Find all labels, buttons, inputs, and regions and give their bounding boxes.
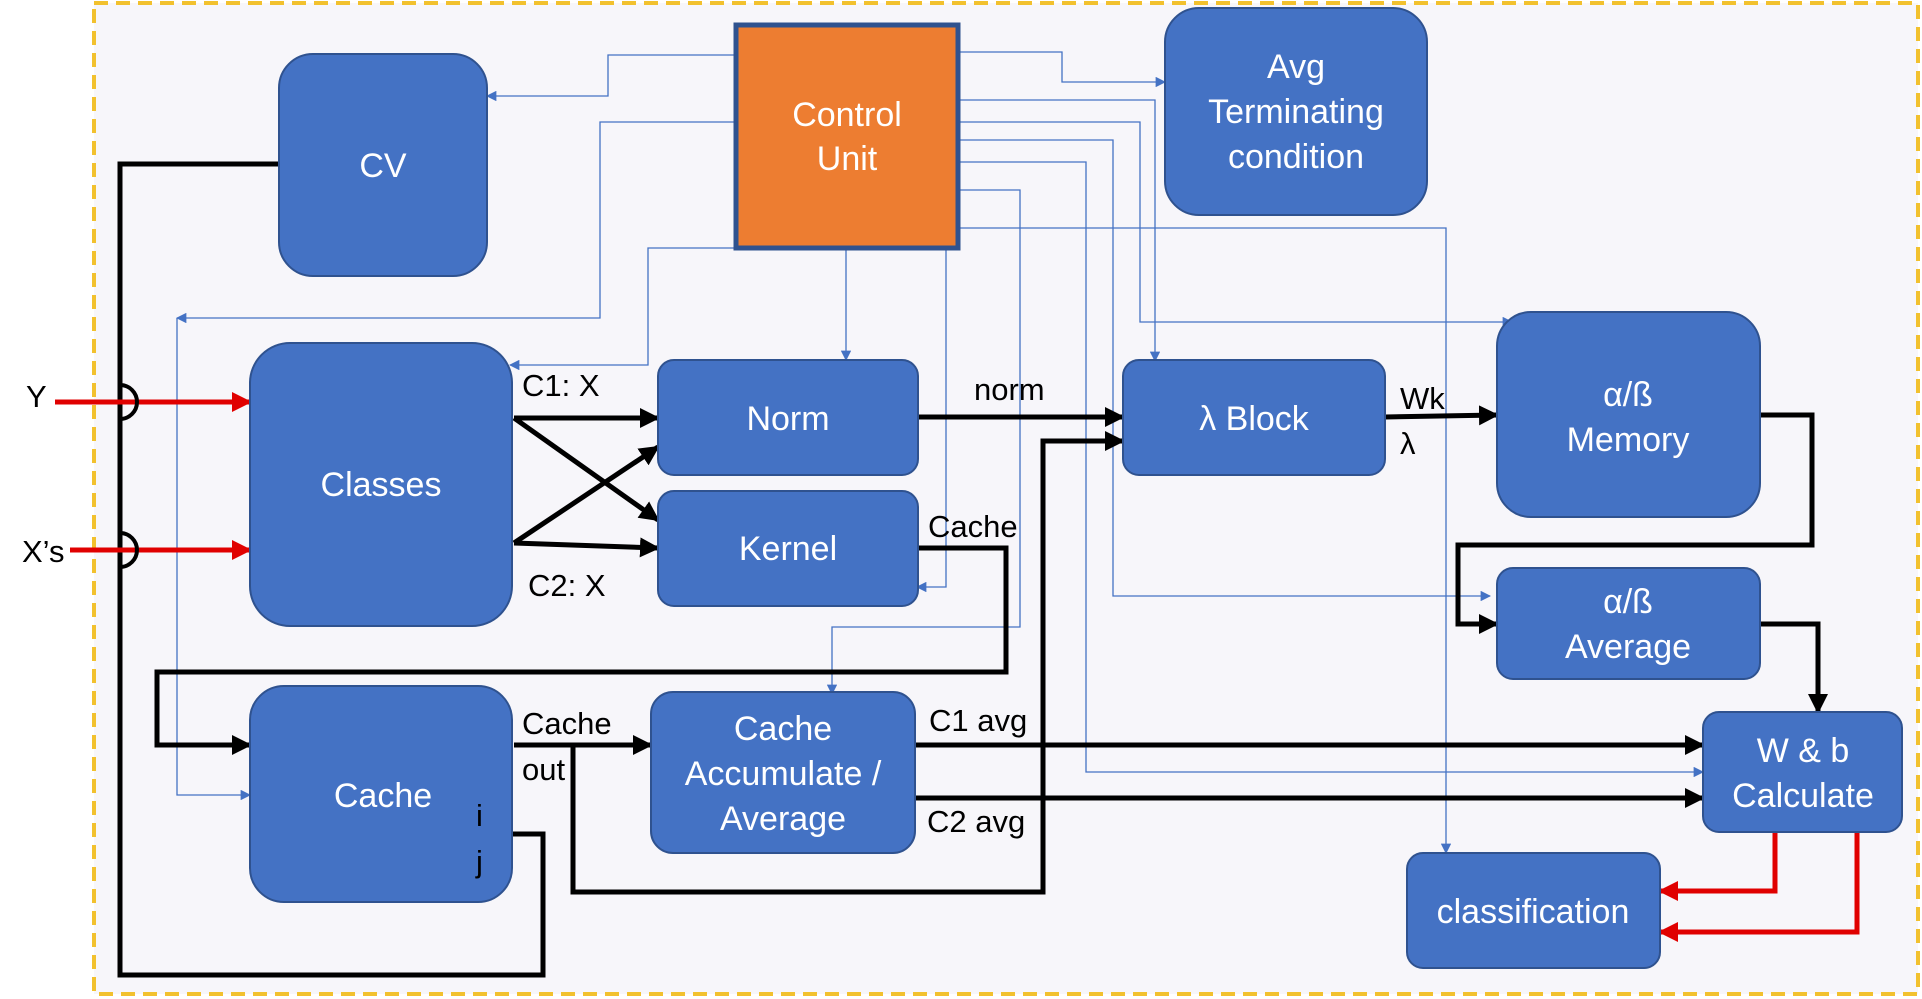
cv-block: CV xyxy=(278,53,488,277)
lambda-block: λ Block xyxy=(1122,359,1386,476)
label-cache-out-1: Cache xyxy=(522,706,612,741)
svg-text:Cache: Cache xyxy=(334,777,432,815)
inputs xyxy=(55,383,252,569)
svg-text:λ Block: λ Block xyxy=(1199,400,1310,438)
label-wk: Wk xyxy=(1400,381,1445,416)
kernel-block: Kernel xyxy=(657,490,919,607)
label-c2avg: C2 avg xyxy=(927,804,1025,839)
label-i: i xyxy=(476,798,483,833)
svg-text:Classes: Classes xyxy=(321,466,442,504)
svg-text:classification: classification xyxy=(1437,893,1630,931)
label-y: Y xyxy=(26,379,47,414)
label-cache-out-2: out xyxy=(522,752,565,787)
label-xs: X’s xyxy=(22,534,65,569)
label-norm: norm xyxy=(974,372,1045,407)
label-c2x: C2: X xyxy=(528,568,606,603)
label-j: j xyxy=(475,844,483,879)
control-signals xyxy=(175,51,1705,855)
svg-text:CV: CV xyxy=(359,147,407,185)
label-c1x: C1: X xyxy=(522,368,600,403)
svg-text:Norm: Norm xyxy=(746,400,829,438)
cache-block: Cache xyxy=(249,685,513,903)
data-paths xyxy=(117,161,1828,978)
outputs xyxy=(1658,832,1860,942)
label-c1avg: C1 avg xyxy=(929,703,1027,738)
norm-block: Norm xyxy=(657,359,919,476)
signal-labels: Y X’s C1: X C2: X norm Cache Wk λ Cache … xyxy=(22,368,1445,879)
classification-block: classification xyxy=(1406,852,1661,969)
classes-block: Classes xyxy=(249,342,513,627)
svg-text:Kernel: Kernel xyxy=(739,530,837,568)
label-lambda: λ xyxy=(1400,426,1416,461)
label-cache: Cache xyxy=(928,509,1018,544)
